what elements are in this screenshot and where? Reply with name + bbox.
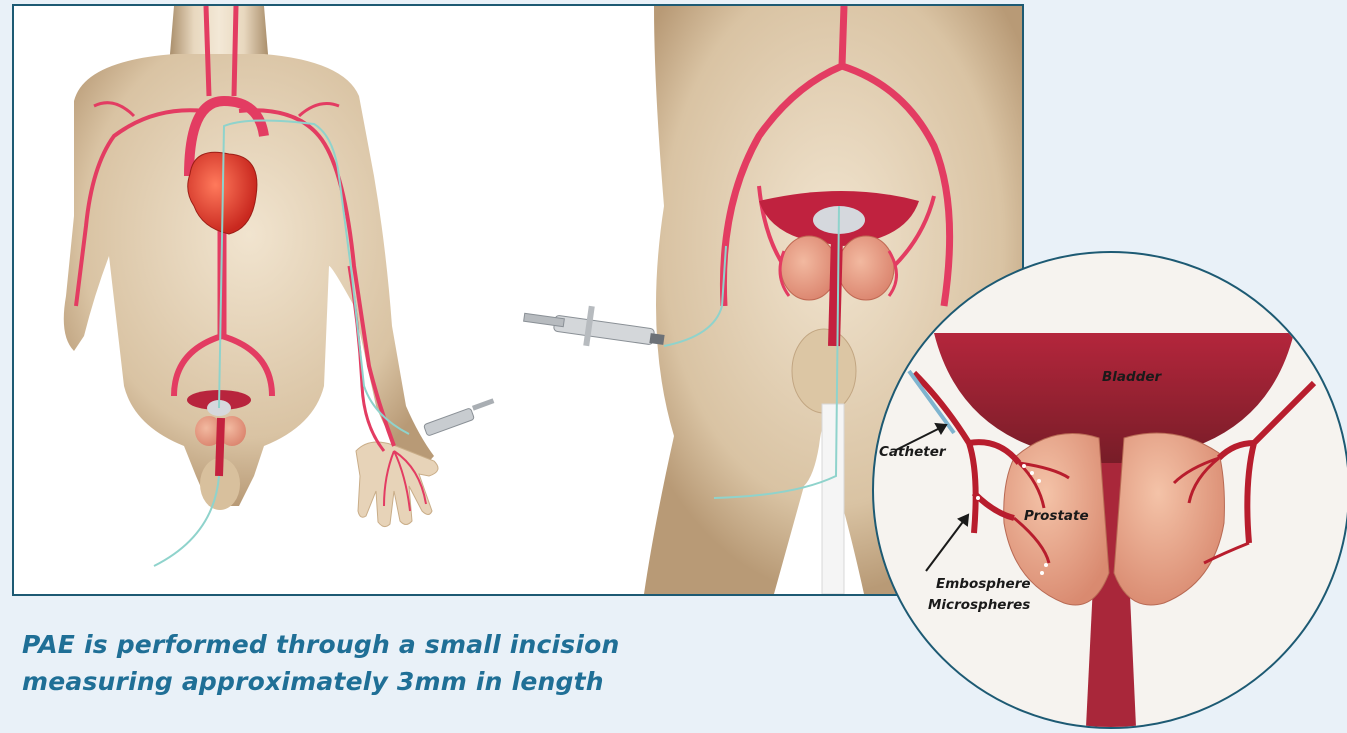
syringe-icon — [524, 306, 665, 346]
embosphere-label: Embosphere — [936, 576, 1031, 592]
caption: PAE is performed through a small incisio… — [22, 626, 782, 700]
prostate-closeup: Bladder Catheter Prostate Embosphere Mic… — [874, 253, 1347, 727]
bladder — [934, 333, 1294, 483]
caption-line-2: measuring approximately 3mm in length — [22, 667, 604, 696]
microspheres-label: Microspheres — [928, 597, 1030, 613]
syringe-icon — [423, 398, 494, 436]
bladder-label: Bladder — [1102, 369, 1163, 385]
prostate-label: Prostate — [1024, 508, 1089, 524]
caption-line-1: PAE is performed through a small incisio… — [22, 630, 620, 659]
catheter-label: Catheter — [879, 444, 947, 460]
prostate-inset: Bladder Catheter Prostate Embosphere Mic… — [872, 251, 1347, 729]
anatomy-illustration — [14, 6, 1022, 594]
torso-figure — [64, 6, 495, 566]
